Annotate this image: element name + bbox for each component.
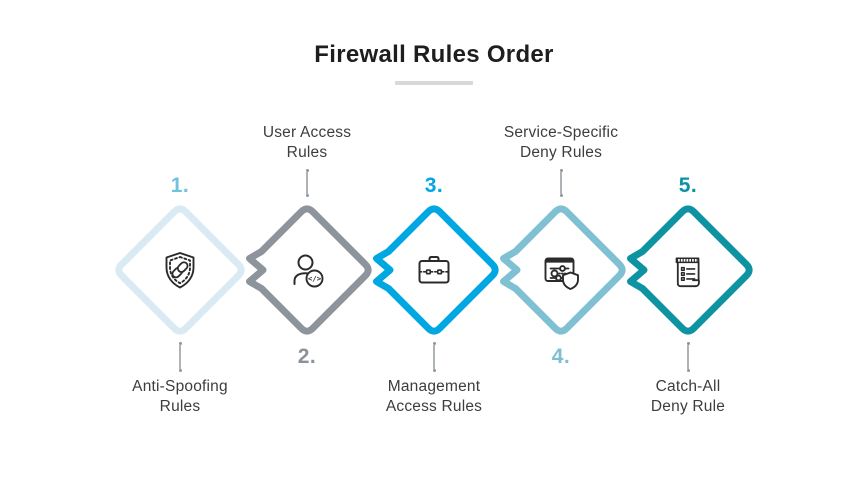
step-1-label-line2: Rules — [159, 398, 201, 416]
step-2-label-line2: Rules — [286, 144, 328, 162]
step-5-connector — [684, 342, 692, 372]
step-5-diamond — [627, 205, 753, 335]
step-3-connector — [430, 342, 438, 372]
step-2-number: 2. — [297, 345, 317, 368]
step-5-label-line2: Deny Rule — [650, 398, 726, 416]
step-2-label-line1: User Access — [262, 124, 352, 141]
code-badge-text: </> — [308, 274, 322, 283]
page-title: Firewall Rules Order — [314, 41, 554, 68]
step-2-connector — [303, 169, 311, 197]
title-underline — [395, 81, 473, 85]
step-5-number: 5. — [678, 174, 698, 197]
settings-shield-icon — [544, 257, 579, 290]
step-2-label: User Access Rules — [222, 123, 392, 164]
scroll-icon — [675, 257, 700, 288]
step-4-number: 4. — [551, 345, 571, 368]
step-4-label-line1: Service-Specific — [503, 124, 619, 141]
step-3-diamond — [373, 205, 499, 335]
step-1-number: 1. — [170, 174, 190, 197]
step-5-label: Catch-All Deny Rule — [603, 377, 773, 418]
step-3-label: Management Access Rules — [349, 377, 519, 418]
step-1-label-line1: Anti-Spoofing — [132, 378, 228, 395]
step-3-number: 3. — [424, 174, 444, 197]
diamond-outline — [627, 205, 753, 335]
step-3-label-line1: Management — [387, 378, 481, 395]
shield-link-icon — [165, 252, 195, 289]
diamond-outline — [373, 205, 499, 335]
step-3-label-line2: Access Rules — [385, 398, 483, 416]
step-4-label-line2: Deny Rules — [519, 144, 603, 162]
briefcase-icon — [418, 256, 450, 284]
step-5-label-line1: Catch-All — [655, 378, 721, 395]
step-1-label: Anti-Spoofing Rules — [95, 377, 265, 418]
step-1-connector — [176, 342, 184, 372]
step-4-label: Service-Specific Deny Rules — [476, 123, 646, 164]
step-2-diamond — [246, 205, 372, 335]
step-4-connector — [557, 169, 565, 197]
diamond-outline — [246, 205, 372, 335]
user-code-icon: </> — [293, 254, 324, 288]
